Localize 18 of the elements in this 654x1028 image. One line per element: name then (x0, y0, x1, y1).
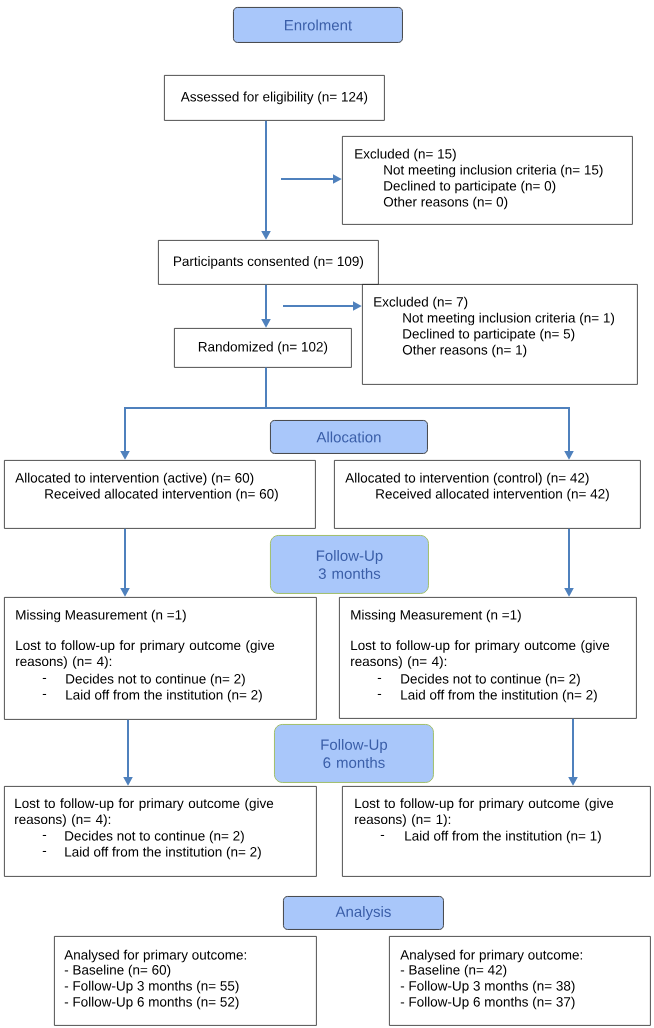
stage-header: Analysis (283, 896, 444, 930)
process-box: Participants consented (n= 109) (158, 240, 379, 285)
process-box: Missing Measurement (n =1) Lost to follow-up for primary outcome (give reasons) (n= 4): - Decides not to continue (n= 2) - Laid off from the institution (n= 2) (4, 597, 317, 720)
stage-header: Follow-Up 6 months (274, 724, 434, 783)
stage-header: Enrolment (233, 7, 403, 43)
stage-header: Allocation (270, 420, 428, 454)
process-box: Excluded (n= 7) Not meeting inclusion criteria (n= 1) Declined to participate (n= 5) Other reasons (n= 1) (362, 284, 638, 385)
process-box: Lost to follow-up for primary outcome (give reasons) (n= 4): - Decides not to continue (n= 2) - Laid off from the institution (n= 2) (4, 786, 317, 877)
process-box: Allocated to intervention (active) (n= 60) Received allocated intervention (n= 60) (4, 460, 316, 529)
process-box: Excluded (n= 15) Not meeting inclusion criteria (n= 15) Declined to participate (n= 0) Other reasons (n= 0) (342, 136, 633, 225)
process-box: Allocated to intervention (control) (n= 42) Received allocated intervention (n= 42) (334, 460, 641, 529)
process-box: Missing Measurement (n =1) Lost to follow-up for primary outcome (give reasons) (n= 4): - Decides not to continue (n= 2) - Laid off from the institution (n= 2) (339, 597, 637, 719)
process-box: Assessed for eligibility (n= 124) (164, 75, 385, 121)
process-box: Analysed for primary outcome: - Baseline (n= 42) - Follow-Up 3 months (n= 38) - Follow-Up 6 months (n= 37) (389, 936, 651, 1026)
stage-header: Follow-Up 3 months (270, 535, 429, 594)
process-box: Lost to follow-up for primary outcome (give reasons) (n= 1): - Laid off from the institution (n= 1) (342, 786, 651, 877)
process-box: Randomized (n= 102) (174, 328, 352, 368)
process-box: Analysed for primary outcome: - Baseline (n= 60) - Follow-Up 3 months (n= 55) - Follow-Up 6 months (n= 52) (54, 936, 317, 1026)
